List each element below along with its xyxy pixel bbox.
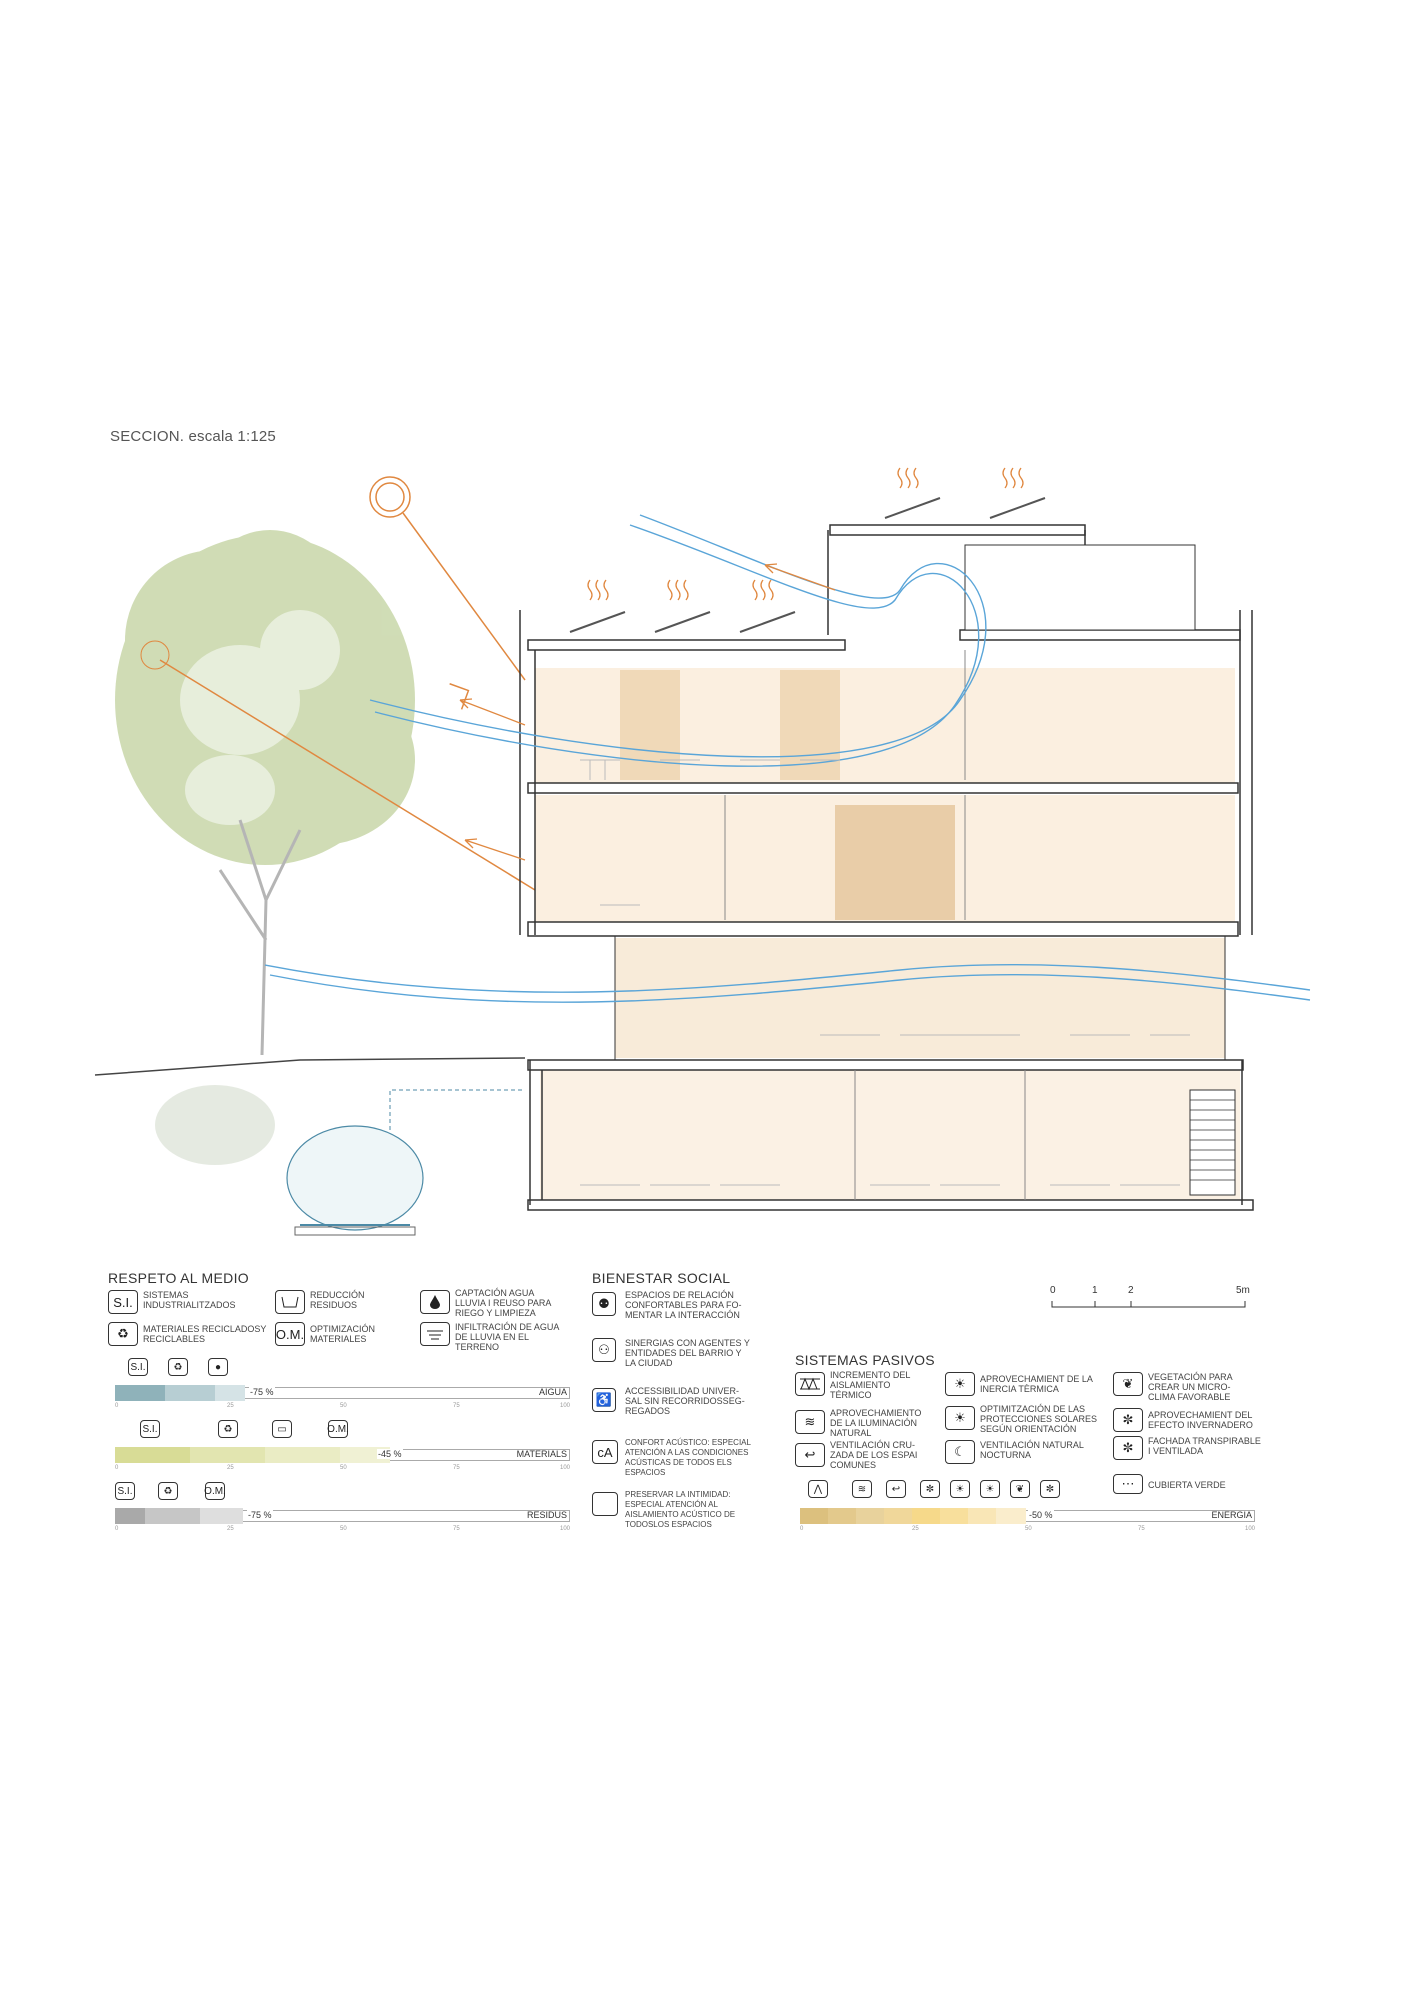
waves-icon: ≋ [795,1410,825,1434]
legend-ventilacion-cruzada-text: VENTILACIÓN CRU- ZADA DE LOS ESPAI COMUN… [830,1440,918,1470]
tree [115,530,415,1056]
energia-waves-icon: ≋ [852,1480,872,1498]
energia-airflow-icon: ↩ [886,1480,906,1498]
legend-si-text: SISTEMAS INDUSTRIALITZADOS [143,1290,236,1310]
energia-shade-icon: ☀ [980,1480,1000,1498]
aigua-pct: -75 % [249,1387,275,1397]
greenhouse-icon: ✼ [1113,1408,1143,1432]
wheelchair-icon: ♿ [592,1388,616,1412]
residus-pct: -75 % [247,1510,273,1520]
leaf-icon: ❦ [1113,1372,1143,1396]
insulation-icon [795,1372,825,1396]
legend-captacion-text: CAPTACIÓN AGUA LLUVIA I REUSO PARA RIEGO… [455,1288,551,1318]
sun-mass-icon: ☀ [945,1372,975,1396]
legend-protecciones-text: OPTIMITZACIÓN DE LAS PROTECCIONES SOLARE… [980,1404,1098,1434]
privacy-icon [592,1492,618,1516]
materials-si-icon: S.I. [140,1420,160,1438]
infiltration-icon [420,1322,450,1346]
energia-greenhouse-icon: ✼ [920,1480,940,1498]
legend-accessibilidad-text: ACCESSIBILIDAD UNIVER- SAL SIN RECORRIDO… [625,1386,745,1416]
legend-vegetacion-text: VEGETACIÓN PARA CREAR UN MICRO- CLIMA FA… [1148,1372,1233,1402]
residus-name: RESIDUS [526,1510,567,1520]
rainwater-tank [286,1089,525,1236]
legend-infiltracion-text: INFILTRACIÓN DE AGUA DE LLUVIA EN EL TER… [455,1322,559,1352]
green-roof-icon: ⋯ [1113,1474,1143,1494]
ventilation-arrows [459,563,836,861]
materials-recycle-icon: ♻ [218,1420,238,1438]
recycle-icon: ♻ [108,1322,138,1346]
materials-bar: -45 % MATERIALS [115,1447,570,1463]
building-section-drawing [94,467,1311,1236]
materials-name: MATERIALS [516,1449,567,1459]
legend-nocturna-text: VENTILACIÓN NATURAL NOCTURNA [980,1440,1084,1460]
heat-symbols [587,467,1024,601]
legend-aislamiento-text: INCREMENTO DEL AISLAMIENTO TÉRMICO [830,1370,911,1400]
legend-invernadero-text: APROVECHAMIENT DEL EFECTO INVERNADERO [1148,1410,1253,1430]
si-icon: S.I. [108,1290,138,1314]
legend-fachada-text: FACHADA TRANSPIRABLE I VENTILADA [1148,1436,1261,1456]
materials-pct: -45 % [377,1449,403,1459]
residus-si-icon: S.I. [115,1482,135,1500]
energia-pct: -50 % [1028,1510,1054,1520]
moon-icon: ☾ [945,1440,975,1464]
residus-recycle-icon: ♻ [158,1482,178,1500]
acoustic-icon: cA [592,1440,618,1464]
energia-facade-icon: ✼ [1040,1480,1060,1498]
energia-bar: -50 % ENERGIA [800,1508,1255,1524]
legend-inercia-text: APROVECHAMIENT DE LA INERCIA TÈRMICA [980,1374,1093,1394]
airflow-icon: ↩ [795,1443,825,1467]
legend-confort-text: CONFORT ACÚSTICO: ESPECIAL ATENCIÓN A LA… [625,1438,751,1477]
drawing-title: SECCION. escala 1:125 [110,428,276,445]
sun-shade-icon: ☀ [945,1406,975,1430]
people-icon: ⚉ [592,1292,616,1316]
materials-tray-icon: ▭ [272,1420,292,1438]
facade-icon: ✼ [1113,1436,1143,1460]
energia-name: ENERGIA [1211,1510,1252,1520]
scale-bar: 0 1 2 5m [1050,1285,1255,1315]
aigua-drop-icon: ● [208,1358,228,1376]
aigua-recycle-icon: ♻ [168,1358,188,1376]
legend-relacion-text: ESPACIOS DE RELACIÓN CONFORTABLES PARA F… [625,1290,742,1320]
legend-intimidad-text: PRESERVAR LA INTIMIDAD: ESPECIAL ATENCIÓ… [625,1490,736,1529]
aigua-name: AIGUA [538,1387,567,1397]
legend-iluminacion-text: APROVECHAMIENTO DE LA ILUMINACIÓN NATURA… [830,1408,922,1438]
energia-insulation-icon: ⋀ [808,1480,828,1498]
legend-cubierta-text: CUBIERTA VERDE [1148,1480,1226,1490]
aigua-si-icon: S.I. [128,1358,148,1376]
legend-recycle-text: MATERIALES RECICLADOSY RECICLABLES [143,1324,267,1344]
legend-sinergias-text: SINERGIAS CON AGENTES Y ENTIDADES DEL BA… [625,1338,750,1368]
aigua-bar: -75 % AIGUA [115,1385,570,1401]
residus-om-icon: O.M. [204,1482,226,1500]
bienestar-heading: BIENESTAR SOCIAL [592,1270,731,1286]
sun-symbol [140,476,536,891]
energia-sun-icon: ☀ [950,1480,970,1498]
legend-reduccion-text: REDUCCIÓN RESIDUOS [310,1290,365,1310]
building [519,524,1254,1211]
energia-leaf-icon: ❦ [1010,1480,1030,1498]
drop-icon [420,1290,450,1314]
solar-panels [569,497,1046,633]
residus-bar: -75 % RESIDUS [115,1508,570,1524]
respeto-heading: RESPETO AL MEDIO [108,1270,249,1286]
legend-om-text: OPTIMIZACIÓN MATERIALES [310,1324,375,1344]
om-icon: O.M. [275,1322,305,1346]
tray-icon [275,1290,305,1314]
materials-om-icon: O.M. [327,1420,349,1438]
group-icon: ⚇ [592,1338,616,1362]
pasivos-heading: SISTEMAS PASIVOS [795,1352,935,1368]
